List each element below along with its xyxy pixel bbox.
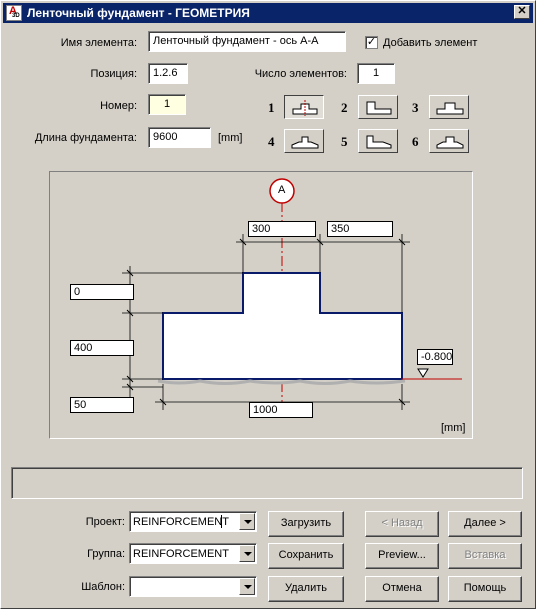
template-select[interactable] (129, 576, 257, 597)
load-button[interactable]: Загрузить (268, 511, 344, 537)
axis-marker-icon (269, 178, 295, 204)
type-button-5[interactable] (358, 129, 398, 153)
length-unit: [mm] (218, 132, 243, 144)
type-button-1[interactable] (284, 95, 324, 119)
type-button-3[interactable] (429, 95, 469, 119)
type-number-6: 6 (412, 134, 419, 149)
chevron-down-icon[interactable] (239, 513, 255, 530)
insert-button[interactable]: Вставка (448, 543, 522, 569)
type-button-6[interactable] (429, 129, 469, 153)
footing-type-5-icon (366, 135, 392, 149)
count-label: Число элементов: (254, 68, 347, 80)
footing-type-4-icon (291, 136, 319, 149)
type-number-2: 2 (341, 100, 348, 115)
footing-type-3-icon (436, 102, 464, 115)
axis-label: A (278, 184, 286, 196)
element-name-input[interactable]: Ленточный фундамент - ось А-А (148, 31, 346, 52)
window-title: Ленточный фундамент - ГЕОМЕТРИЯ (27, 6, 250, 20)
geometry-drawing-panel: A 300 350 0 400 50 1000 -0.800 [mm] (49, 171, 473, 439)
count-input[interactable]: 1 (357, 63, 395, 84)
help-button[interactable]: Помощь (448, 576, 522, 602)
app-icon: A 3D (6, 5, 22, 21)
add-element-label: Добавить элемент (383, 37, 478, 49)
footing-type-6-icon (436, 136, 464, 149)
dim-bottom-width-input[interactable]: 1000 (249, 402, 313, 418)
dim-left-mid-input[interactable]: 400 (70, 340, 134, 356)
footing-outline (162, 272, 403, 380)
length-input[interactable]: 9600 (148, 127, 211, 148)
save-button[interactable]: Сохранить (268, 543, 344, 569)
next-button[interactable]: Далее > (448, 511, 522, 537)
footing-type-2-icon (366, 101, 392, 115)
position-input[interactable]: 1.2.6 (148, 63, 188, 84)
back-button[interactable]: < Назад (365, 511, 439, 537)
level-input[interactable]: -0.800 (417, 349, 453, 365)
element-name-label: Имя элемента: (60, 37, 137, 49)
position-label: Позиция: (90, 68, 137, 80)
type-number-1: 1 (268, 100, 275, 115)
dim-top-right-input[interactable]: 350 (327, 221, 393, 237)
group-label: Группа: (87, 548, 125, 560)
type-number-5: 5 (341, 134, 348, 149)
group-select[interactable]: REINFORCEMENT (129, 543, 257, 564)
add-element-checkbox[interactable]: ✓ (365, 36, 378, 49)
project-label: Проект: (85, 516, 125, 528)
title-bar: A 3D Ленточный фундамент - ГЕОМЕТРИЯ ✕ (3, 3, 533, 23)
project-select[interactable]: REINFORCEMENT (129, 511, 257, 532)
type-button-4[interactable] (284, 129, 324, 153)
drawing-unit-label: [mm] (441, 422, 466, 434)
level-triangle-icon (417, 368, 429, 378)
close-icon[interactable]: ✕ (514, 5, 530, 19)
chevron-down-icon[interactable] (239, 578, 255, 595)
dim-left-top-input[interactable]: 0 (70, 284, 134, 300)
cancel-button[interactable]: Отмена (365, 576, 439, 602)
type-number-3: 3 (412, 100, 419, 115)
type-number-4: 4 (268, 134, 275, 149)
dim-top-left-input[interactable]: 300 (248, 221, 316, 237)
chevron-down-icon[interactable] (239, 545, 255, 562)
type-button-2[interactable] (358, 95, 398, 119)
footing-type-1-icon (292, 100, 318, 116)
number-label: Номер: (100, 100, 137, 112)
delete-button[interactable]: Удалить (268, 576, 344, 602)
status-field (11, 467, 523, 499)
length-label: Длина фундамента: (34, 132, 137, 144)
template-label: Шаблон: (81, 581, 125, 593)
dim-left-bottom-input[interactable]: 50 (70, 397, 134, 413)
soil-line (157, 379, 406, 385)
number-input[interactable]: 1 (148, 94, 186, 115)
preview-button[interactable]: Preview... (365, 543, 439, 569)
